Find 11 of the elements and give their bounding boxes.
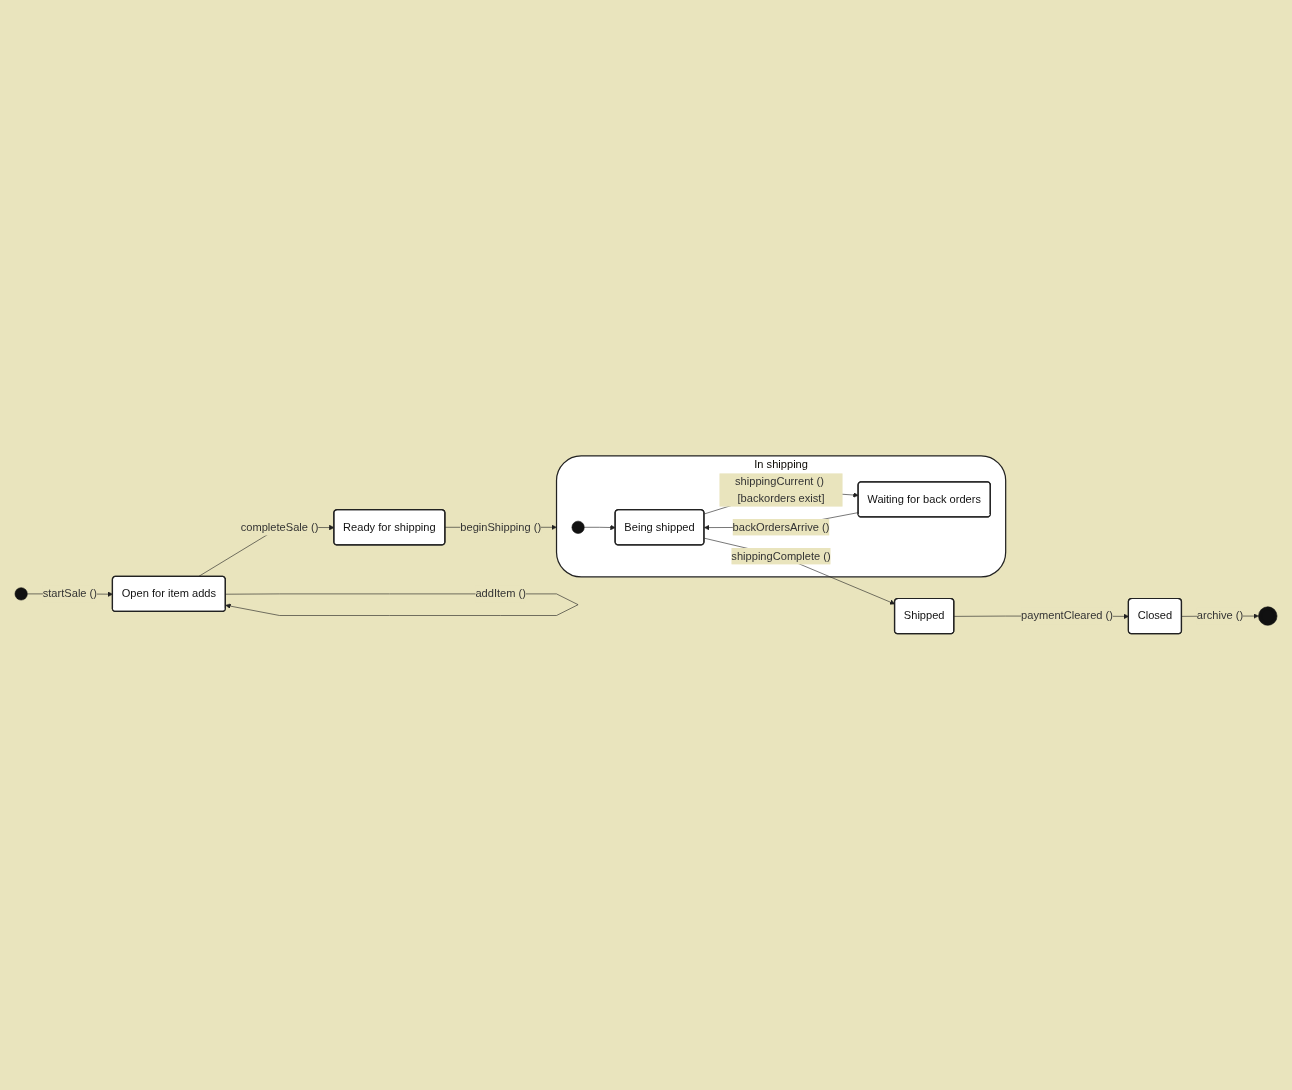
edge-label: paymentCleared () [1021,609,1113,623]
edge-label: addItem () [475,587,526,600]
edge-label: beginShipping () [460,521,542,534]
edge-label: completeSale () [240,521,319,534]
edge-label: shippingComplete () [731,550,831,563]
edge-label: shippingCurrent () [backorders exist] [735,475,825,505]
edge-label: archive () [1196,609,1244,623]
edge-label: startSale () [42,587,97,600]
edge-label: backOrdersArrive () [732,521,830,534]
node-circle [14,587,28,601]
node-circle [571,521,585,534]
